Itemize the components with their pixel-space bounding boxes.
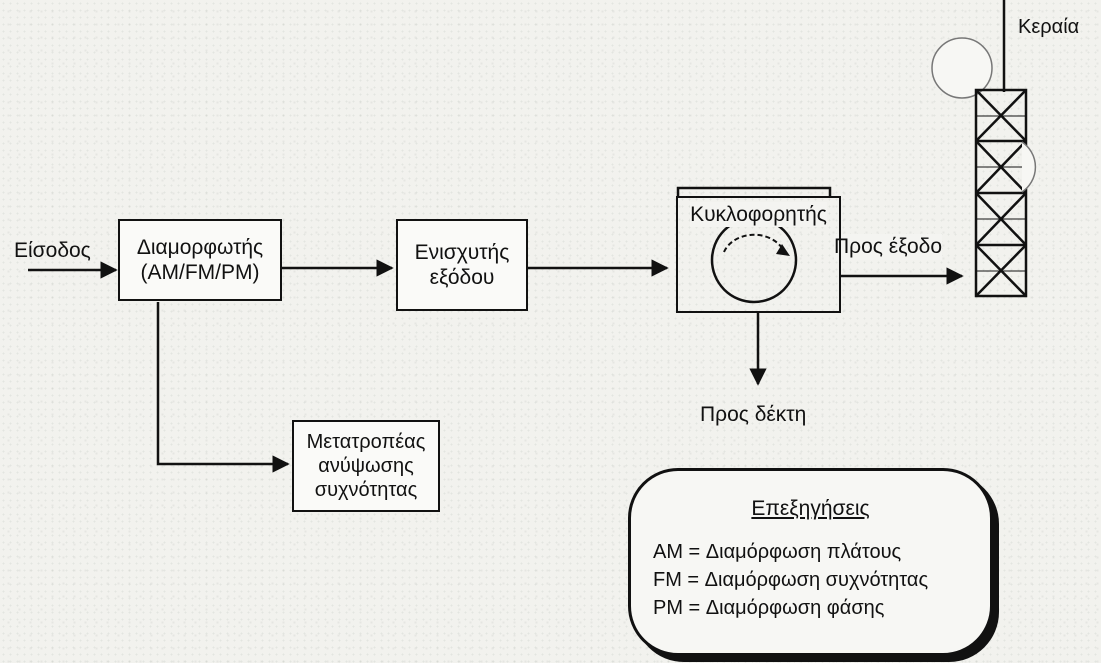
modulator-block: Διαμορφωτής (AM/FM/PM): [118, 219, 282, 301]
amplifier-label-line2: εξόδου: [429, 266, 495, 289]
antenna-tower-icon: [931, 0, 1037, 298]
circulator-block: Κυκλοφορητής: [676, 196, 841, 313]
circulator-top-bracket: [676, 186, 832, 196]
legend-box: Επεξηγήσεις AM = Διαμόρφωση πλάτους FM =…: [628, 468, 993, 656]
amplifier-label-line1: Ενισχυτής: [414, 241, 510, 264]
modulator-to-upconverter-arrow: [156, 302, 290, 473]
output-amplifier-block: Ενισχυτής εξόδου: [396, 219, 528, 311]
frequency-upconverter-block: Μετατροπέας ανύψωσης συχνότητας: [292, 420, 440, 512]
modulator-label-line2: (AM/FM/PM): [140, 261, 260, 284]
to-receiver-label: Προς δέκτη: [700, 403, 807, 426]
legend-item-fm: FM = Διαμόρφωση συχνότητας: [653, 569, 929, 591]
to-output-label: Προς έξοδο: [834, 234, 942, 260]
legend-item-am: AM = Διαμόρφωση πλάτους: [653, 541, 902, 563]
upconverter-label-line2: ανύψωσης: [318, 455, 414, 477]
antenna-label: Κεραία: [1018, 16, 1080, 38]
legend-item-pm: PM = Διαμόρφωση φάσης: [653, 597, 885, 619]
circulator-label: Κυκλοφορητής: [690, 202, 827, 227]
legend-title: Επεξηγήσεις: [751, 497, 870, 520]
input-label: Είσοδος: [14, 239, 91, 262]
upconverter-label-line3: συχνότητας: [314, 479, 418, 501]
modulator-label-line1: Διαμορφωτής: [136, 236, 264, 259]
upconverter-label-line1: Μετατροπέας: [306, 431, 426, 453]
